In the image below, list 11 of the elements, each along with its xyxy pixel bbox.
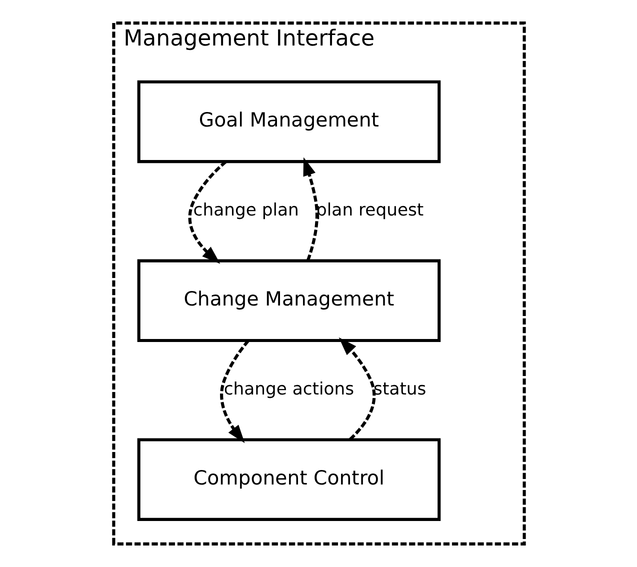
arrow	[220, 340, 249, 444]
edge-label: change plan	[192, 200, 298, 221]
edge-label: status	[373, 380, 426, 400]
node-box: Change Management	[136, 259, 440, 342]
node-box: Component Control	[136, 438, 440, 521]
edge-label: plan request	[316, 200, 424, 221]
arrow	[338, 337, 376, 441]
arrow	[188, 160, 226, 264]
node-box: Goal Management	[136, 80, 440, 164]
arrow	[302, 157, 318, 262]
edge-label: change actions	[223, 380, 354, 400]
